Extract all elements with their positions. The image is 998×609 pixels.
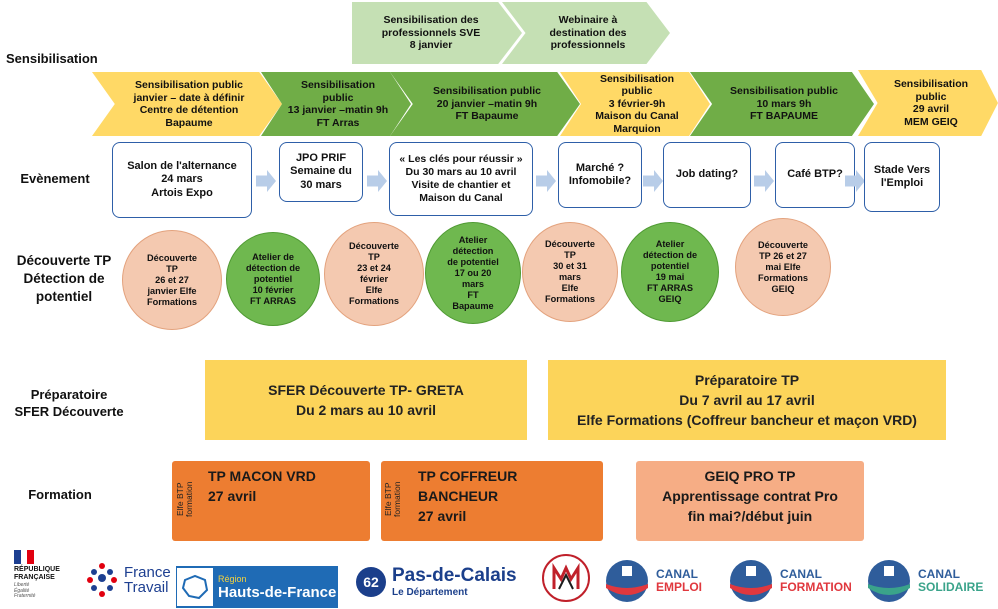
marianne-icon — [14, 550, 34, 564]
top-chevron-sve: Sensibilisation des professionnels SVE 8… — [352, 2, 522, 64]
region-name: Hauts-de-France — [218, 583, 337, 601]
arrow-right-icon — [845, 170, 865, 192]
decouverte-tp-circle-2: Découverte TP 23 et 24 février Elfe Form… — [324, 222, 424, 326]
mm-emblem-icon — [542, 554, 590, 602]
arrow-right-icon — [643, 170, 663, 192]
formation-coffreur-bancheur-text: TP COFFREUR BANCHEUR 27 avril — [418, 468, 518, 524]
pdc-badge: 62 — [356, 567, 386, 597]
formation-coffreur-bancheur-box — [381, 461, 603, 541]
sensibilisation-chevron-marquion: Sensibilisation public 3 février-9h Mais… — [560, 72, 710, 136]
pas-de-calais-logo: 62 Pas-de-Calais Le Département — [356, 556, 526, 608]
france-travail-text: France Travail — [124, 564, 171, 596]
event-marche-infomobile: Marché ? Infomobile? — [558, 142, 642, 208]
arrow-right-icon — [256, 170, 276, 192]
event-jpo-prif: JPO PRIF Semaine du 30 mars — [279, 142, 363, 202]
mm-emblem-logo — [540, 552, 592, 604]
canal-emploi-icon — [606, 560, 648, 602]
canal-emploi-logo: CANAL EMPLOI — [604, 558, 724, 604]
sensibilisation-chevron-arras: Sensibilisation public 13 janvier –matin… — [261, 72, 411, 136]
event-job-dating: Job dating? — [663, 142, 751, 208]
row-label-decouverte: Découverte TP Détection de potentiel — [16, 253, 112, 304]
decouverte-tp-circle-1: Découverte TP 26 et 27 janvier Elfe Form… — [122, 230, 222, 330]
row-label-evenement: Evènement — [20, 171, 90, 186]
top-chevron-webinaire: Webinaire à destination des professionne… — [502, 2, 670, 64]
decouverte-tp-circle-4: Découverte TP 26 et 27 mai Elfe Formatio… — [735, 218, 831, 316]
event-cles-pour-reussir: « Les clés pour réussir » Du 30 mars au … — [389, 142, 533, 216]
canal-solidaire-icon — [868, 560, 910, 602]
sensibilisation-chevron-bapaume: Sensibilisation public 20 janvier –matin… — [390, 72, 580, 136]
region-label: Région — [218, 573, 247, 584]
formation-macon-vrd-text: TP MACON VRD 27 avril — [208, 468, 316, 504]
region-map-icon — [181, 574, 209, 600]
preparatoire-tp-box: Préparatoire TP Du 7 avril au 17 avril E… — [548, 360, 946, 440]
atelier-detection-circle-1: Atelier de détection de potentiel 10 fév… — [226, 232, 320, 326]
formation-geiq-pro-box — [636, 461, 864, 541]
canal-formation-icon — [730, 560, 772, 602]
arrow-right-icon — [754, 170, 774, 192]
decouverte-tp-circle-3: Découverte TP 30 et 31 mars Elfe Formati… — [522, 222, 618, 322]
canal-solidaire-line2: SOLIDAIRE — [918, 580, 984, 594]
canal-formation-line2: FORMATION — [780, 580, 852, 594]
republique-francaise-logo: RÉPUBLIQUE FRANÇAISE Liberté Égalité Fra… — [14, 550, 84, 606]
formation-macon-vrd-box — [172, 461, 370, 541]
event-salon-alternance: Salon de l'alternance 24 mars Artois Exp… — [112, 142, 252, 218]
formation-geiq-pro-text: GEIQ PRO TP Apprentissage contrat Pro fi… — [662, 468, 838, 524]
sensibilisation-chevron-ft-bapaume: Sensibilisation public 10 mars 9h FT BAP… — [690, 72, 874, 136]
france-travail-icon — [87, 563, 117, 597]
canal-formation-line1: CANAL — [780, 567, 822, 581]
region-hauts-de-france-logo: Région Hauts-de-France — [176, 566, 338, 608]
republique-motto: Liberté Égalité Fraternité — [14, 582, 36, 599]
canal-solidaire-logo: CANAL SOLIDAIRE — [866, 558, 996, 604]
event-cafe-btp: Café BTP? — [775, 142, 855, 208]
sensibilisation-chevron-mem-geiq: Sensibilisation public 29 avril MEM GEIQ — [858, 70, 998, 136]
pdc-subtitle: Le Département — [392, 587, 468, 598]
canal-emploi-line1: CANAL — [656, 567, 698, 581]
republique-text: RÉPUBLIQUE FRANÇAISE — [14, 566, 60, 581]
canal-solidaire-line1: CANAL — [918, 567, 960, 581]
pdc-title: Pas-de-Calais — [392, 565, 517, 586]
atelier-detection-circle-3: Atelier détection de potentiel 19 mai FT… — [621, 222, 719, 322]
france-travail-logo: France Travail — [84, 556, 184, 604]
atelier-detection-circle-2: Atelier détection de potentiel 17 ou 20 … — [425, 222, 521, 324]
canal-emploi-line2: EMPLOI — [656, 580, 703, 594]
row-label-preparatoire: Préparatoire SFER Découverte — [14, 387, 124, 419]
formation-provider-label: Elfe BTP formation — [383, 481, 402, 517]
formation-provider-label: Elfe BTP formation — [175, 481, 194, 517]
row-label-sensibilisation: Sensibilisation — [6, 51, 98, 66]
sensibilisation-chevron-bapaume-detention: Sensibilisation public janvier – date à … — [92, 72, 282, 136]
event-stade-vers-emploi: Stade Vers l'Emploi — [864, 142, 940, 212]
arrow-right-icon — [367, 170, 387, 192]
sfer-decouverte-box: SFER Découverte TP- GRETA Du 2 mars au 1… — [205, 360, 527, 440]
row-label-formation: Formation — [28, 487, 92, 502]
arrow-right-icon — [536, 170, 556, 192]
canal-formation-logo: CANAL FORMATION — [728, 558, 860, 604]
